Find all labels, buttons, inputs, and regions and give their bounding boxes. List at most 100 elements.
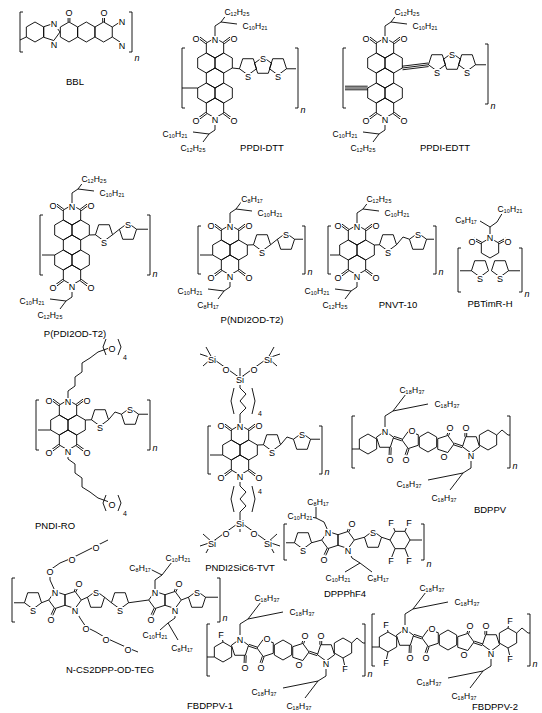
atom-label: F <box>507 610 514 628</box>
alkyl-chain-label-text: C₈H₁₇ <box>307 498 330 507</box>
atom-label: S <box>116 600 123 618</box>
alkyl-chain-label-text: C₁₀H₂₁ <box>165 554 191 563</box>
atom-label: O <box>65 2 73 20</box>
polymer-name-text: P(NDI2OD-T2) <box>220 315 284 325</box>
repeat-subscript: n <box>367 663 373 681</box>
atom-label-text: N <box>353 223 361 232</box>
bond <box>391 22 407 24</box>
atom-label: O <box>386 449 394 467</box>
repeat-subscript-text: n <box>222 614 228 623</box>
bond <box>427 239 434 240</box>
alkyl-chain-label-text: C₁₂H₂₅ <box>350 144 376 153</box>
atom-label: O <box>192 28 200 46</box>
atom-label: Si <box>207 533 216 551</box>
bond <box>221 22 237 24</box>
repeat-count: 4 <box>123 346 128 364</box>
atom-label-text: O <box>207 274 215 283</box>
repeat-subscript-text: n <box>512 462 518 471</box>
double-bond <box>53 446 60 452</box>
atom-label: F <box>388 512 395 530</box>
ring <box>479 430 496 450</box>
double-bond <box>394 436 402 439</box>
alkyl-chain-label: C₈H₁₇ <box>455 209 478 227</box>
alkyl-chain-label: C₁₀H₂₁ <box>257 202 283 220</box>
atom-label-text: S <box>282 231 289 240</box>
atom-label: S <box>96 417 103 435</box>
atom-label: O <box>245 267 253 285</box>
atom-label-text: O <box>68 556 76 565</box>
atom-label-text: N <box>236 636 244 645</box>
atom-label: O <box>362 110 370 128</box>
atom-label: S <box>496 268 503 286</box>
atom-label: N <box>64 391 72 409</box>
atom-label-text: O <box>400 35 408 44</box>
atom-label: O <box>46 561 54 579</box>
ring <box>379 632 396 652</box>
bond <box>89 234 95 235</box>
atom-label-text: N <box>68 283 76 292</box>
alkyl-chain-label: C₈H₁₇ <box>307 491 330 509</box>
repeat-bracket <box>372 614 375 666</box>
bond <box>38 430 51 431</box>
bond <box>113 229 120 235</box>
alkyl-chain-label: C₁₀H₂₁ <box>242 15 268 33</box>
atom-label-text: O <box>250 366 258 375</box>
atom-label-text: O <box>362 117 370 126</box>
alkyl-chain-label: C₁₂H₂₅ <box>350 137 376 155</box>
atom-label-text: S <box>126 406 133 415</box>
alkyl-chain-label: C₁₀H₂₁ <box>142 624 168 642</box>
atom-label: N <box>68 276 76 294</box>
atom-label: N <box>322 653 330 671</box>
atom-label-text: O <box>257 664 265 673</box>
atom-label: O <box>295 654 303 672</box>
alkyl-chain-label-text: C₁₂H₂₅ <box>366 195 392 204</box>
atom-label: O <box>301 625 309 643</box>
bond <box>168 623 178 640</box>
alkyl-chain-label: C₁₈H₃₇ <box>431 487 457 505</box>
parenthesis <box>103 495 106 511</box>
atom-label-text: N <box>171 607 179 616</box>
polymer-name: BDPPV <box>473 499 506 517</box>
bond <box>281 437 294 445</box>
repeat-subscript-text: n <box>490 102 496 111</box>
atom-label-text: S <box>268 449 275 458</box>
atom-label-text: Si <box>263 540 272 549</box>
alkyl-chain-label: C₁₈H₃₇ <box>434 393 460 411</box>
repeat-bracket <box>40 215 43 275</box>
atom-label-text: O <box>482 622 490 631</box>
bond <box>517 628 530 633</box>
atom-label: O <box>462 417 470 435</box>
bond <box>363 209 379 211</box>
ring <box>221 255 238 275</box>
atom-label: O <box>207 215 215 233</box>
atom-label: N <box>486 227 494 245</box>
polymer-name: N-CS2DPP-OD-TEG <box>65 659 154 677</box>
bond <box>240 378 246 425</box>
alkyl-chain-label-text: C₁₀H₂₁ <box>287 512 313 521</box>
atom-label: S <box>92 582 99 600</box>
bond <box>208 289 224 291</box>
double-bond <box>245 655 246 663</box>
atom-label-text: N <box>236 423 244 432</box>
atom-label: S <box>299 540 306 558</box>
alkyl-chain-label-text: C₁₂H₂₅ <box>224 8 250 17</box>
bond <box>20 37 26 40</box>
atom-label: S <box>384 242 391 260</box>
repeat-bracket <box>20 12 23 52</box>
atom-label-text: O <box>362 35 370 44</box>
atom-label: Si <box>235 369 244 387</box>
alkyl-chain-label: C₁₀H₂₁ <box>162 123 188 141</box>
bond <box>207 657 214 658</box>
polymer-name-text: PPDI-DTT <box>240 143 285 153</box>
atom-label: O <box>102 629 110 647</box>
atom-label: N <box>487 643 495 661</box>
ring <box>317 645 334 661</box>
atom-label-text: N <box>211 36 219 45</box>
atom-label: N <box>401 619 409 637</box>
bond <box>109 412 122 420</box>
ring <box>78 22 95 42</box>
atom-label: O <box>468 231 476 249</box>
atom-label: O <box>400 110 408 128</box>
